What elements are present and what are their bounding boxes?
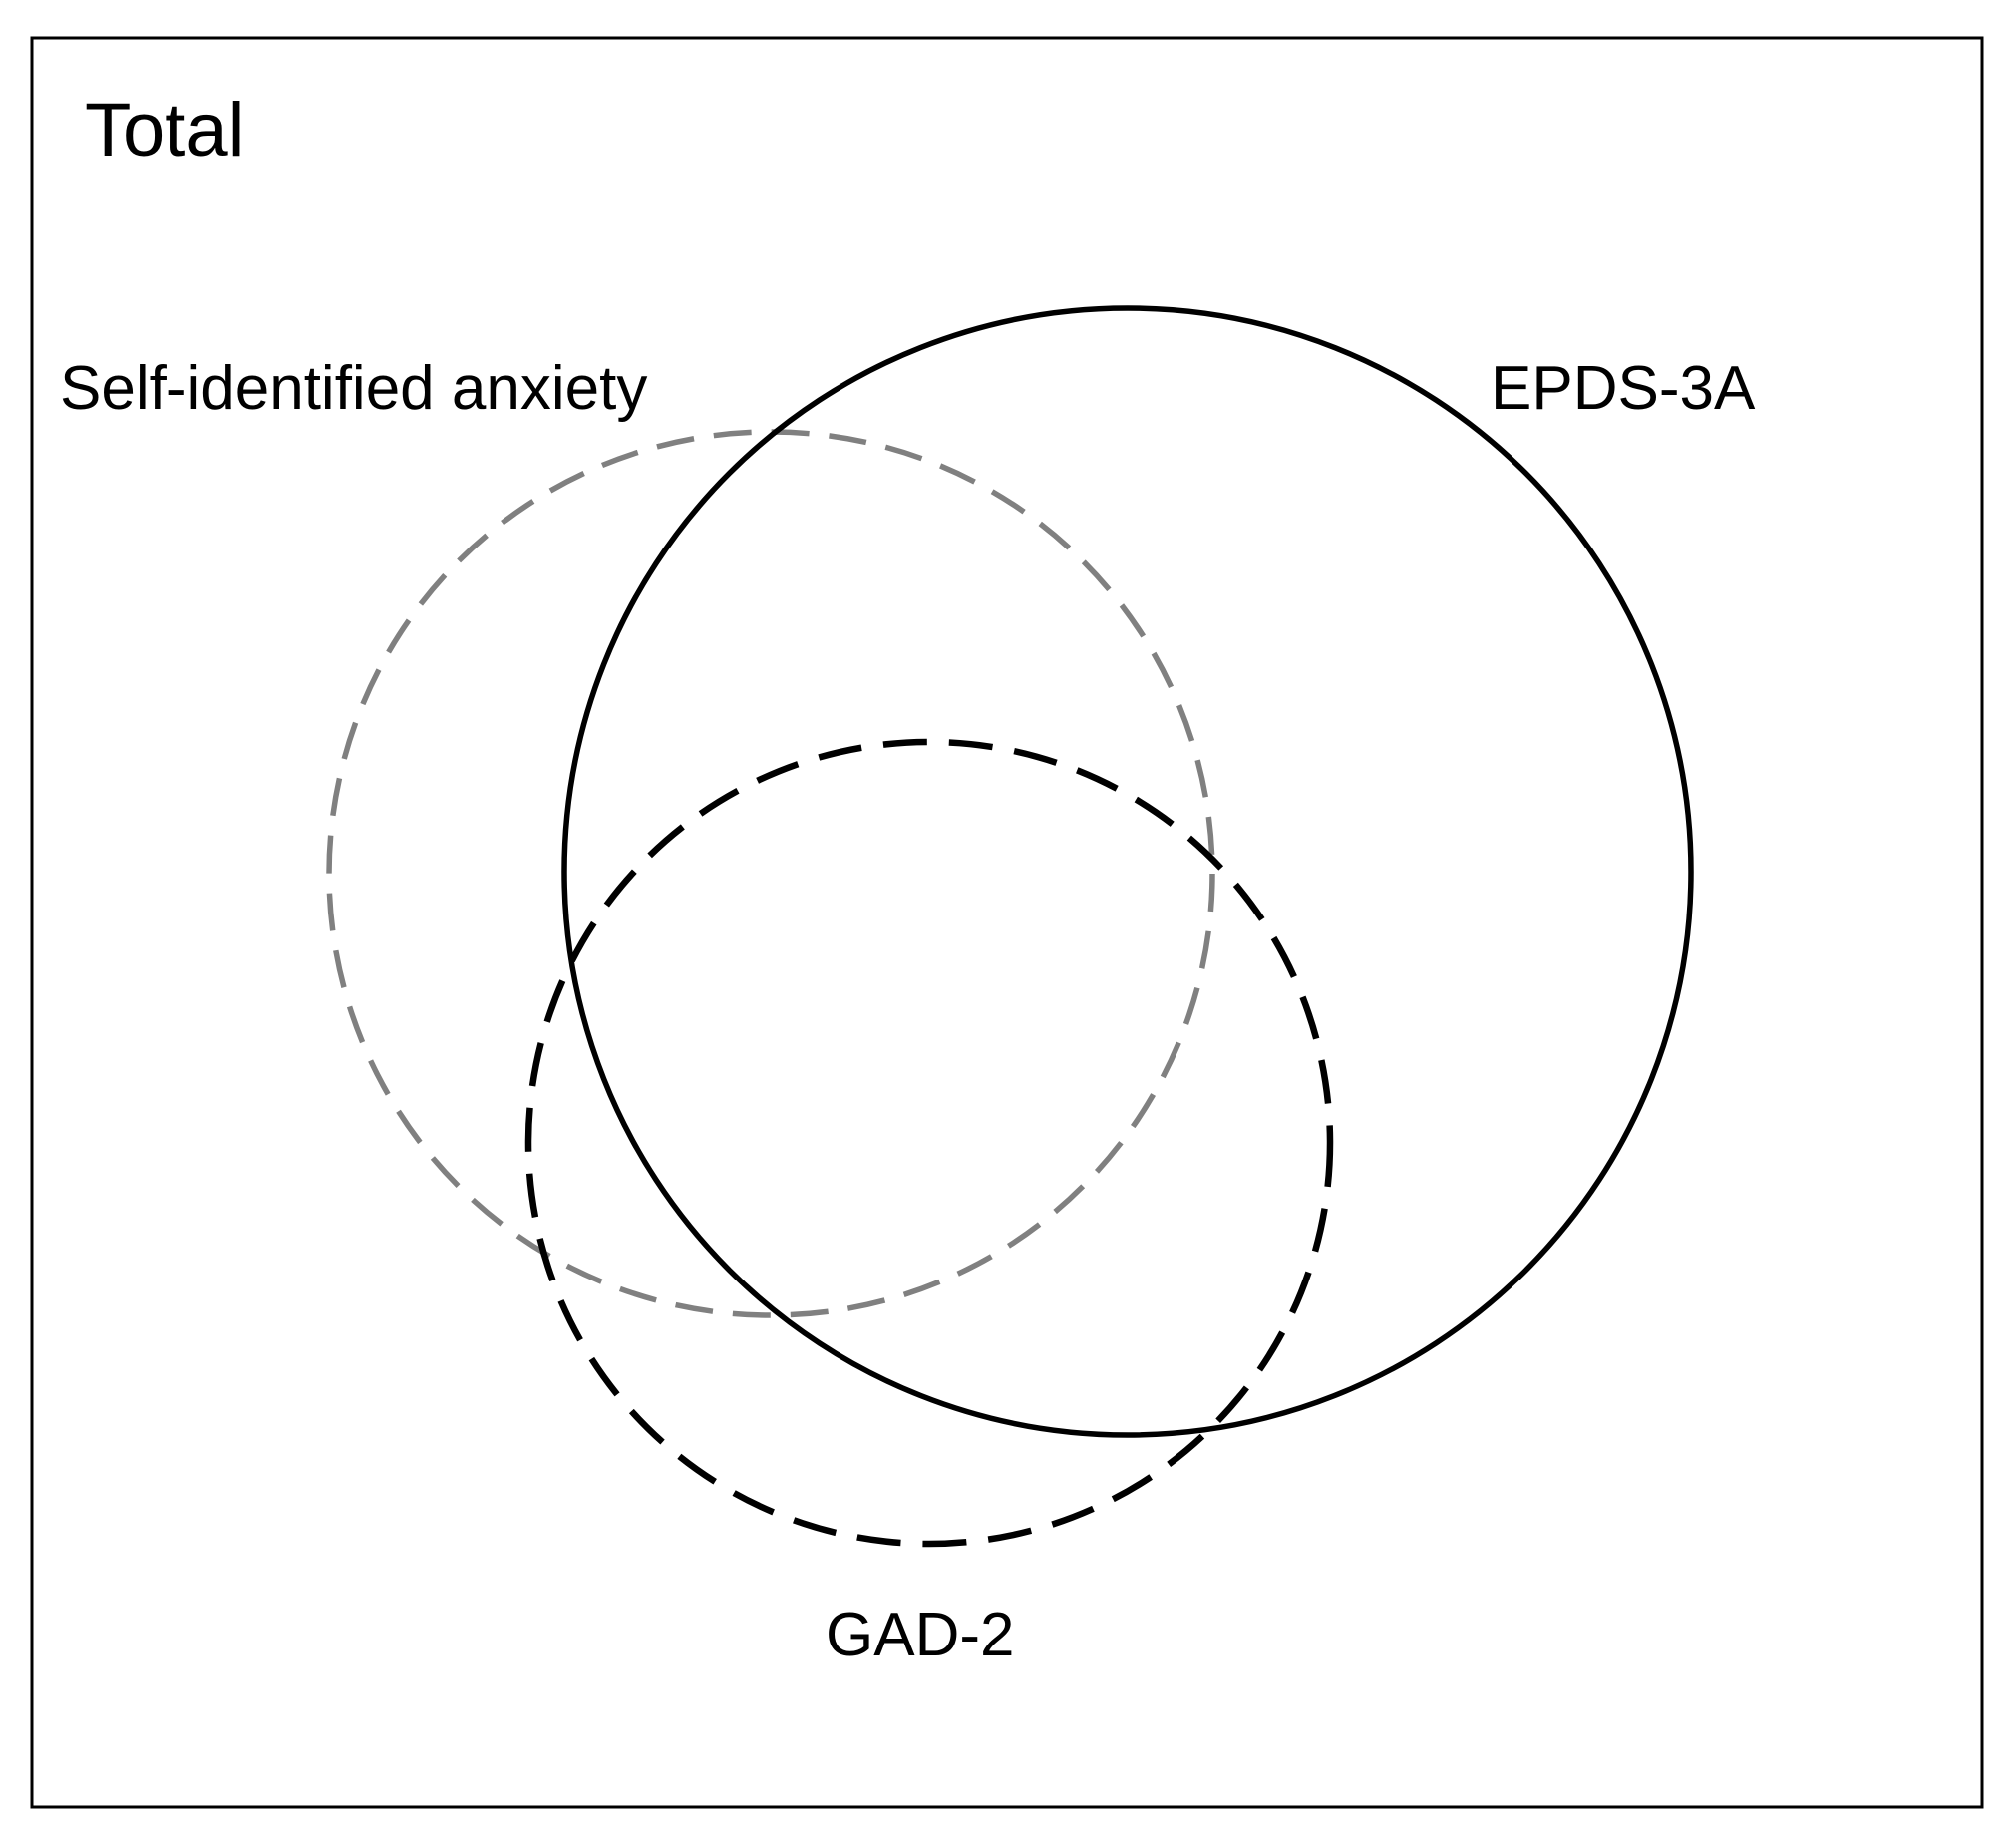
total-label: Total bbox=[85, 88, 245, 173]
self-identified-anxiety-circle bbox=[326, 429, 1215, 1318]
self-identified-anxiety-label: Self-identified anxiety bbox=[60, 354, 647, 423]
epds-3a-label: EPDS-3A bbox=[1491, 354, 1756, 423]
gad-2-label: GAD-2 bbox=[826, 1601, 1014, 1669]
gad-2-circle bbox=[524, 738, 1334, 1548]
epds-3a-circle bbox=[561, 305, 1694, 1438]
total-frame bbox=[30, 36, 1984, 1809]
